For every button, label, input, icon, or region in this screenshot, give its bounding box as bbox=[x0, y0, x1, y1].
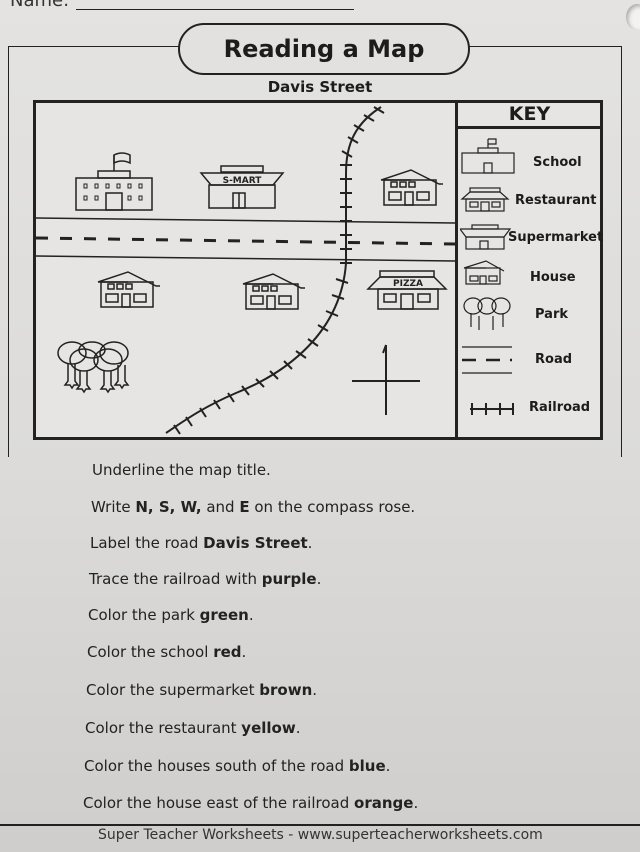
key-label-railroad: Railroad bbox=[529, 400, 591, 415]
instruction-1: Underline the map title. bbox=[92, 461, 271, 479]
key-label-road: Road bbox=[535, 352, 573, 367]
instruction-2: Write N, S, W, and E on the compass rose… bbox=[91, 498, 416, 516]
map-drawing: S-MART PIZZA bbox=[36, 106, 455, 435]
instruction-8: Color the restaurant yellow. bbox=[85, 719, 301, 737]
instruction-10: Color the house east of the railroad ora… bbox=[83, 794, 419, 812]
railroad-icon bbox=[470, 403, 514, 415]
instruction-9: Color the houses south of the road blue. bbox=[84, 757, 391, 775]
worksheet-title: Reading a Map bbox=[178, 23, 470, 75]
restaurant-icon: PIZZA bbox=[366, 270, 448, 310]
svg-text:S-MART: S-MART bbox=[223, 176, 263, 186]
key-label-park: Park bbox=[535, 307, 569, 322]
key-label-supermarket: Supermarket bbox=[508, 230, 604, 245]
key-label-house: House bbox=[530, 270, 576, 285]
key-label-restaurant: Restaurant bbox=[515, 193, 597, 208]
worksheet-title-text: Reading a Map bbox=[223, 35, 425, 63]
footer-credit: Super Teacher Worksheets - www.superteac… bbox=[98, 827, 543, 843]
key-separator bbox=[455, 100, 458, 440]
svg-text:PIZZA: PIZZA bbox=[393, 279, 423, 289]
key-label-school: School bbox=[533, 155, 582, 170]
house-icon bbox=[463, 260, 505, 285]
supermarket-icon bbox=[460, 224, 512, 250]
house-icon bbox=[97, 271, 160, 308]
school-icon bbox=[461, 138, 515, 174]
name-field-line[interactable] bbox=[76, 9, 354, 10]
footer-divider bbox=[0, 824, 640, 826]
supermarket-icon: S-MART bbox=[199, 165, 285, 209]
map-title: Davis Street bbox=[267, 78, 373, 96]
road-icon bbox=[462, 346, 512, 374]
instruction-6: Color the school red. bbox=[87, 643, 247, 661]
compass-rose-icon bbox=[352, 344, 420, 415]
map-area bbox=[33, 100, 603, 440]
instruction-3: Label the road Davis Street. bbox=[90, 534, 313, 552]
name-label: Name: bbox=[10, 0, 70, 11]
school-icon bbox=[75, 152, 153, 211]
key-icons bbox=[460, 138, 515, 415]
park-icon bbox=[463, 297, 511, 330]
park-icon bbox=[57, 341, 130, 394]
instruction-5: Color the park green. bbox=[88, 606, 254, 624]
house-icon bbox=[380, 169, 443, 206]
house-icon bbox=[242, 273, 305, 310]
key-title: KEY bbox=[458, 102, 601, 129]
railroad-icon bbox=[165, 106, 385, 435]
instruction-4: Trace the railroad with purple. bbox=[89, 570, 322, 588]
restaurant-icon bbox=[460, 187, 510, 212]
instruction-7: Color the supermarket brown. bbox=[86, 681, 318, 699]
binder-hole bbox=[626, 4, 640, 30]
road-icon bbox=[36, 217, 455, 262]
